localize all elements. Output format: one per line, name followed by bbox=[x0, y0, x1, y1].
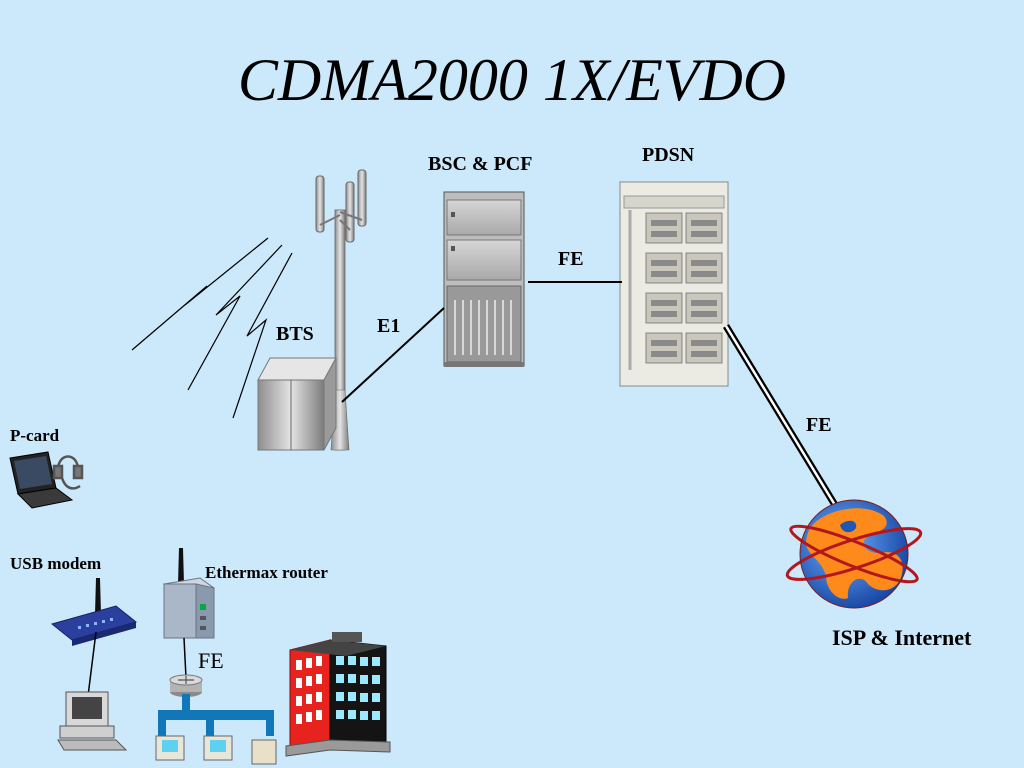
usb-modem-link bbox=[87, 631, 97, 697]
router-label: Ethermax router bbox=[205, 563, 328, 582]
usb-modem-icon bbox=[50, 578, 138, 646]
pdsn-chassis-icon bbox=[619, 181, 729, 387]
bts-label: BTS bbox=[276, 323, 314, 345]
office-building-icon bbox=[285, 632, 391, 757]
e1-link bbox=[341, 307, 445, 403]
bts-cabinet-icon bbox=[257, 357, 337, 451]
bsc-label: BSC & PCF bbox=[428, 153, 533, 175]
ethermax-router-icon bbox=[162, 548, 216, 639]
globe-icon bbox=[785, 499, 923, 609]
e1-link-label: E1 bbox=[377, 315, 401, 337]
radio-wave-icon bbox=[131, 237, 293, 419]
fe-link-pdsn-internet bbox=[723, 324, 841, 512]
lan-bus bbox=[158, 694, 274, 736]
internet-label: ISP & Internet bbox=[832, 625, 972, 650]
usb-modem-label: USB modem bbox=[10, 554, 102, 573]
fe-label-pdsn-internet: FE bbox=[806, 414, 832, 436]
fe-label-router: FE bbox=[198, 648, 224, 673]
fe-label-bsc-pdsn: FE bbox=[558, 248, 584, 270]
desktop-computer-icon bbox=[57, 691, 128, 751]
pcard-label: P-card bbox=[10, 426, 60, 445]
headset-icon bbox=[52, 455, 84, 490]
laptop-icon bbox=[9, 451, 74, 509]
bsc-rack-icon bbox=[443, 191, 525, 367]
pdsn-label: PDSN bbox=[642, 144, 695, 166]
workstation-icon bbox=[155, 735, 277, 765]
hub-icon bbox=[169, 674, 203, 697]
router-fe-link bbox=[183, 637, 187, 679]
page-title: CDMA2000 1X/EVDO bbox=[237, 47, 787, 113]
